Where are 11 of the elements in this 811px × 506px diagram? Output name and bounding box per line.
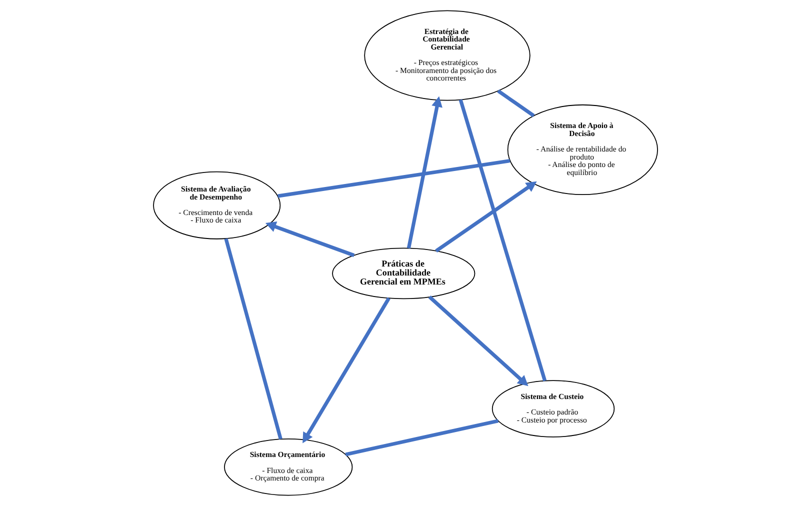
connector — [458, 99, 547, 382]
connector — [497, 89, 535, 118]
arrow — [428, 296, 528, 386]
node-ellipse: Práticas de Contabilidade Gerencial em MPMEs — [332, 248, 476, 300]
connector — [345, 419, 499, 456]
arrow — [435, 181, 537, 253]
connector — [278, 158, 510, 198]
connector — [224, 238, 282, 440]
arrow — [302, 297, 390, 444]
arrow — [406, 96, 442, 249]
arrow — [265, 221, 355, 258]
